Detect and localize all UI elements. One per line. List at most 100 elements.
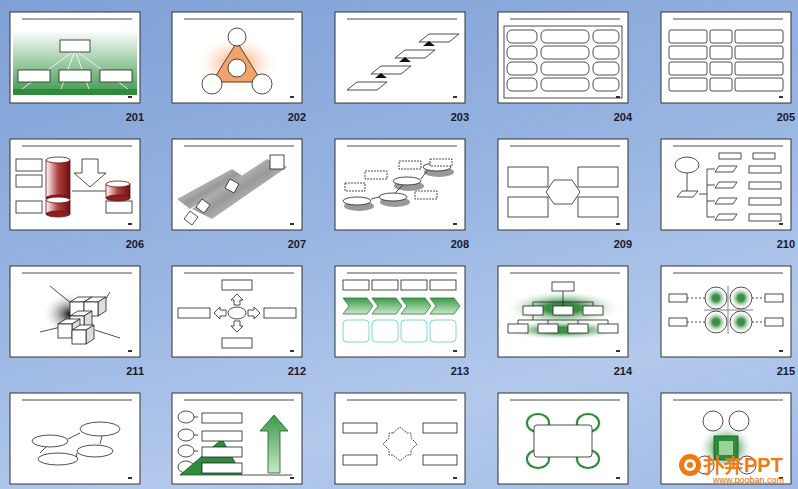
slide-number: 212 [288,365,306,377]
shape-path [225,179,239,193]
shape-box [669,78,707,91]
shape-box [508,197,548,217]
shape-path [260,415,288,473]
shape-box [534,425,592,457]
shape-box [345,183,365,191]
shape-path [18,50,132,92]
shape-box [128,96,132,98]
shape-box [335,393,465,484]
shape-box [749,198,781,205]
shape-box [593,30,619,43]
shape-path [184,19,294,20]
shape-ellipse [705,311,727,333]
shape-box [749,166,781,173]
watermark-brand: 扑奔PPT [704,452,783,479]
shape-ellipse [703,411,723,431]
shape-ellipse [730,287,752,309]
shape-box [128,350,132,352]
shape-box [60,40,90,52]
logo-dot [687,462,693,468]
shape-path [86,325,94,344]
shape-box [10,393,140,484]
logo-inner [684,459,696,471]
shape-box [541,62,589,75]
shape-box [735,78,783,91]
slide-thumbnail [10,266,140,357]
shape-box [710,78,732,91]
slide-thumbnail [498,266,628,357]
shape-ellipse [38,453,78,465]
shape-box [401,280,427,290]
shape-ellipse [228,307,246,319]
shape-box [335,139,465,230]
shape-path [687,173,688,191]
shape-box [72,330,86,344]
shape-path [510,19,620,20]
shape-box [423,455,457,465]
shape-box [343,423,377,433]
shape-box [423,423,457,433]
shape-ellipse [32,435,68,447]
shape-box [18,70,50,82]
shape-box [508,324,528,333]
shape-box [13,89,137,95]
shape-ellipse [80,422,120,436]
shape-box [270,155,284,169]
slide-thumbnail [172,393,302,484]
slide-number: 205 [777,111,795,123]
shape-box [661,12,791,103]
shape-path [194,417,198,418]
shape-ellipse [77,445,113,457]
shape-box [765,294,783,302]
watermark-url: www.pooban.com [713,475,784,485]
slide-thumbnail [335,139,465,230]
shape-path [715,198,737,204]
shape-box [372,280,398,290]
shape-box [507,78,537,91]
shape-ellipse [228,28,246,46]
shape-box [661,266,791,357]
shape-path [395,50,435,58]
slide-number: 201 [126,111,144,123]
shape-box [541,78,589,91]
shape-box [16,159,42,171]
shape-box [553,306,573,315]
shape-ellipse [501,320,625,340]
slide-number: 210 [777,238,795,250]
shape-box [430,280,456,290]
shape-ellipse [379,193,407,201]
slide-number: 206 [126,238,144,250]
shape-path [715,214,737,220]
shape-path [419,34,459,42]
shape-path [347,273,457,274]
shape-path [184,273,294,274]
shape-box [343,455,377,465]
shape-path [401,298,431,314]
slide-number: 204 [614,111,632,123]
shape-path [546,180,580,204]
shape-box [106,201,132,213]
shape-box [779,350,783,352]
shape-box [290,477,294,479]
shape-box [172,266,302,357]
shape-box [290,223,294,225]
slide-thumbnail [498,393,628,484]
shape-path [399,57,411,62]
shape-ellipse [228,59,246,77]
shape-box [128,223,132,225]
shape-ellipse [729,411,749,431]
shape-box [498,12,628,103]
slide-thumbnail [661,12,791,103]
shape-box [669,318,687,326]
slide-thumbnail [335,393,465,484]
shape-box [710,62,732,75]
shape-ellipse [46,197,70,203]
shape-path [72,191,106,192]
shape-box [779,96,783,98]
shape-path [347,19,457,20]
shape-path [715,182,737,188]
slide-thumbnail [661,393,791,484]
shape-box [453,96,457,98]
shape-path [343,298,373,314]
